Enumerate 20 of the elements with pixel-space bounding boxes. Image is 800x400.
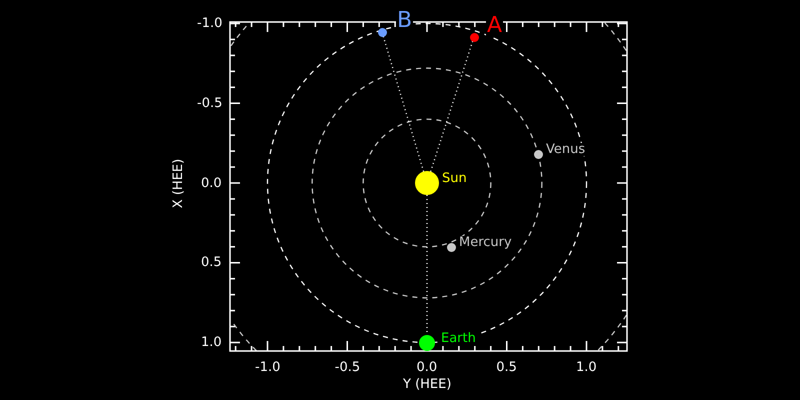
tick-label: -1.0 xyxy=(255,360,280,374)
tick-label: 0.0 xyxy=(416,360,438,374)
tick-label: -0.5 xyxy=(197,96,222,110)
planet-label: Sun xyxy=(441,172,468,185)
connector-line xyxy=(382,36,424,172)
connector-line xyxy=(426,195,428,335)
planet-label: A xyxy=(486,15,504,37)
tick-label: -0.5 xyxy=(334,360,360,374)
tick-label: 0.5 xyxy=(201,256,222,270)
tick-label: 1.0 xyxy=(576,360,597,374)
planet-label: Earth xyxy=(440,332,477,345)
tick-label: -1.0 xyxy=(197,17,222,30)
planet-label: Mercury xyxy=(458,236,513,249)
connector-line xyxy=(430,41,474,172)
planet-label: Venus xyxy=(545,143,586,156)
axis-title: Y (HEE) xyxy=(403,378,452,390)
axis-title: X (HEE) xyxy=(172,158,185,208)
tick-label: 0.0 xyxy=(201,176,222,190)
tick-label: 0.5 xyxy=(496,360,517,374)
tick-label: 1.0 xyxy=(201,336,222,349)
